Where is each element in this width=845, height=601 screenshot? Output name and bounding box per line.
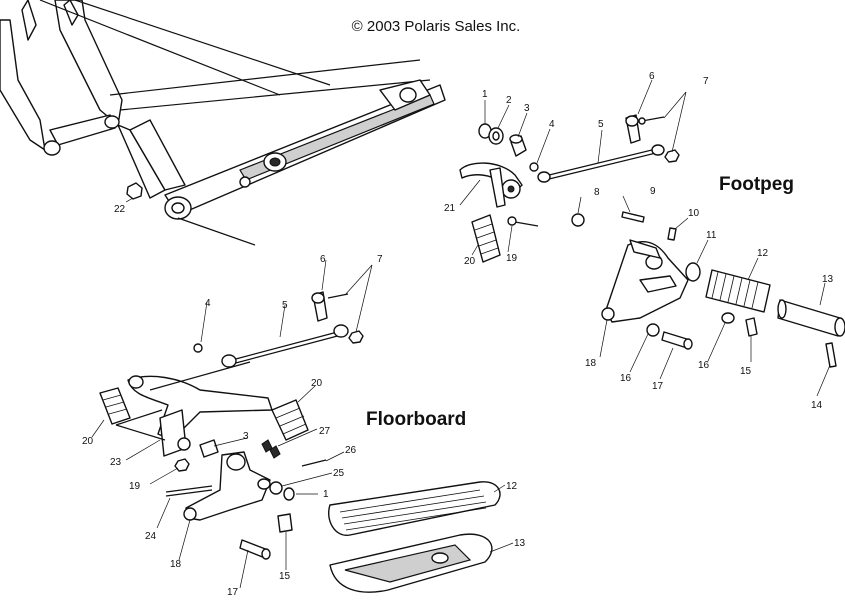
- callout-6: 6: [649, 71, 655, 82]
- callout-13: 13: [822, 274, 834, 285]
- callout-21: 21: [444, 203, 456, 214]
- callout-8: 8: [594, 187, 600, 198]
- callout-16-a: 16: [698, 360, 710, 371]
- callout-11: 11: [706, 230, 717, 241]
- callout-19: 19: [129, 481, 141, 492]
- callout-23: 23: [110, 457, 122, 468]
- callout-3: 3: [524, 103, 530, 114]
- callout-20-a: 20: [311, 378, 323, 389]
- floorboard-callouts: 4 5 6 7 20 20 23 19 3 27 26 25 1 24 18 1…: [82, 254, 526, 598]
- callout-5: 5: [598, 119, 604, 130]
- callout-13: 13: [514, 538, 526, 549]
- callout-6: 6: [320, 254, 326, 265]
- footpeg-heading: Footpeg: [719, 174, 794, 195]
- callout-24: 24: [145, 531, 157, 542]
- callout-1: 1: [482, 89, 488, 100]
- callout-1: 1: [323, 489, 329, 500]
- callout-14: 14: [811, 400, 823, 411]
- callout-17: 17: [227, 587, 239, 598]
- callout-4: 4: [205, 298, 211, 309]
- callout-12: 12: [506, 481, 518, 492]
- callout-15: 15: [279, 571, 291, 582]
- callout-3: 3: [243, 431, 249, 442]
- footpeg-callouts: 1 2 3 4 5 6 7 8 9 10 11 12 13 14 15 16 1…: [444, 71, 834, 411]
- callout-9: 9: [650, 186, 656, 197]
- callout-26: 26: [345, 445, 357, 456]
- callout-12: 12: [757, 248, 769, 259]
- callout-22: 22: [114, 204, 126, 215]
- callout-20-b: 20: [82, 436, 94, 447]
- callout-7: 7: [703, 76, 709, 87]
- callout-7: 7: [377, 254, 383, 265]
- floorboard-assembly: [91, 259, 514, 593]
- callout-17: 17: [652, 381, 664, 392]
- callout-25: 25: [333, 468, 345, 479]
- copyright-notice: © 2003 Polaris Sales Inc.: [352, 18, 521, 35]
- frame: [0, 0, 446, 246]
- callout-19: 19: [506, 253, 518, 264]
- callout-15: 15: [740, 366, 752, 377]
- callout-4: 4: [549, 119, 555, 130]
- callout-27: 27: [319, 426, 331, 437]
- callout-20: 20: [464, 256, 476, 267]
- callout-2: 2: [506, 95, 512, 106]
- callout-5: 5: [282, 300, 288, 311]
- footpeg-assembly: [459, 79, 845, 397]
- callout-10: 10: [688, 208, 700, 219]
- callout-18: 18: [585, 358, 597, 369]
- floorboard-heading: Floorboard: [366, 409, 466, 430]
- callout-18: 18: [170, 559, 182, 570]
- callout-16-b: 16: [620, 373, 632, 384]
